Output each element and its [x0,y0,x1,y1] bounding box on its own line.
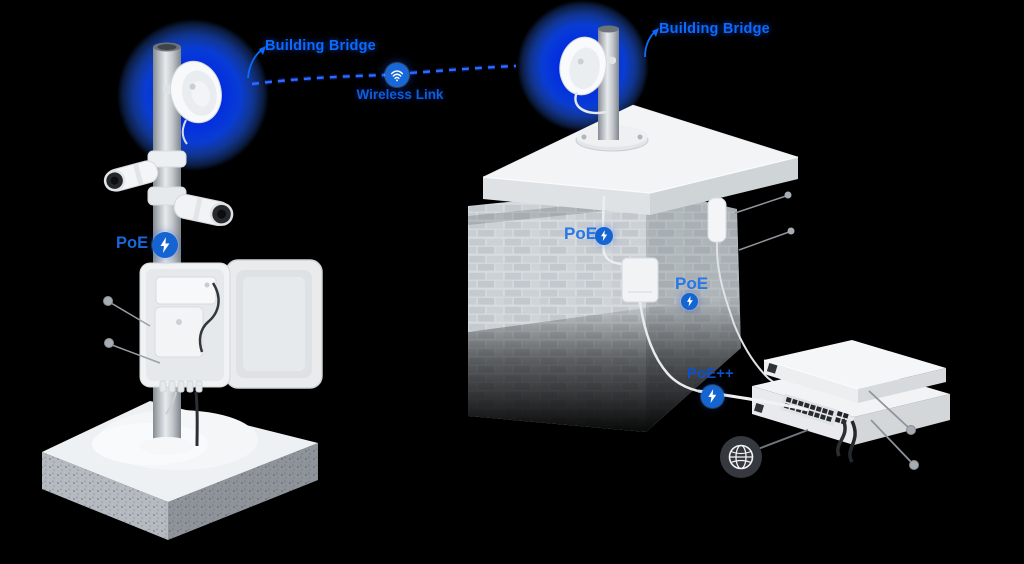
switch-poe-label: PoE++ [687,365,734,382]
lightning-bolt-icon [686,296,693,307]
right-bridge-dish[interactable] [555,33,610,98]
callout-dot[interactable] [787,227,795,235]
enclosure-callouts [103,296,161,364]
switch-callouts [868,390,919,470]
snow-at-pole-base [140,437,194,455]
wall-poe-upper-label: PoE [564,224,598,243]
dark-patch-cable [836,418,847,457]
camera-mount-upper [147,150,187,168]
wall-antenna-device[interactable] [707,197,727,243]
internet-cable [757,429,809,450]
platform-side-right [168,443,318,540]
camera-right[interactable] [172,192,234,228]
tower-poe-badge[interactable] [152,232,178,258]
callout-dot[interactable] [784,191,792,199]
dish-cable [181,119,188,145]
gateway-top-face [764,340,946,389]
wall-cable-upper [601,195,627,266]
camera-left[interactable] [103,159,160,194]
enclosure-switch-device[interactable] [155,276,217,305]
platform-side-left [42,452,168,540]
switch-poe-badge[interactable] [701,385,724,408]
tower-poe-label: PoE [116,234,149,252]
arrowhead [652,28,659,37]
wall-poe-upper-badge[interactable] [595,227,613,245]
switch-stack[interactable] [697,340,950,470]
wireless-link-icon [385,63,409,87]
left-bridge-dish[interactable] [164,56,228,128]
left-tower [103,19,323,455]
callout-dot[interactable] [906,425,916,435]
internet-node[interactable] [720,429,809,478]
left-bridge-label: Building Bridge [265,38,376,54]
patch-cable [198,282,220,353]
roof-front-left [483,177,650,215]
wall-cable-lower [638,301,699,393]
device-logo [754,403,764,413]
roof-pole [598,28,619,140]
equipment-enclosure[interactable] [139,259,323,393]
brick-building [468,0,801,432]
globe-icon [728,444,754,470]
poe-adapter-box[interactable] [621,257,659,303]
switch-right-face [854,394,950,445]
callout-dot[interactable] [104,338,114,348]
dish-cable [574,91,607,115]
lightning-bolt-icon [160,237,170,253]
device-logo [766,363,778,374]
callout-dot[interactable] [103,296,113,306]
lightning-bolt-icon [600,230,608,242]
arrowhead [259,46,266,55]
wireless-link-label: Wireless Link [356,87,444,102]
lightning-bolt-icon [708,389,717,404]
roof-front-right [650,157,798,215]
switch-port-grid [780,393,839,426]
ground-cable [194,391,199,447]
bottom-shadow-fade [468,295,741,432]
callout-dot[interactable] [909,460,919,470]
wall-poe-lower-label: PoE [675,274,709,293]
wall-callouts [734,191,795,251]
wireless-dashed-link [247,28,659,87]
dark-patch-cable [848,420,857,463]
enclosure-gateway-device[interactable] [154,306,204,358]
wall-poe-lower-badge[interactable] [681,293,698,310]
right-bridge-label: Building Bridge [659,21,770,37]
